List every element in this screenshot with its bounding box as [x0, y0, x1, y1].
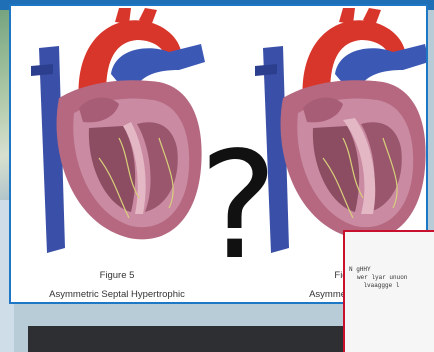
- figure-subtitle: without obstruction: [76, 302, 159, 304]
- heart-illustration-without-obstruction: [19, 8, 219, 260]
- question-mark-overlay: ?: [199, 126, 269, 286]
- document-line: N gHHY: [349, 266, 430, 274]
- background-dark-bar: [28, 326, 358, 352]
- figure-number: Figure 5: [27, 269, 207, 282]
- document-line: wer lyar unuon: [349, 274, 430, 282]
- figure-subtitle-rest: obstruction: [109, 302, 158, 304]
- figure-caption-1: Figure 5 Asymmetric Septal Hypertrophic …: [27, 269, 207, 304]
- document-line: lvaaggge l: [349, 282, 430, 290]
- document-snippet: N gHHY wer lyar unuon lvaaggge l: [343, 230, 434, 352]
- figure-qualifier: without: [76, 302, 110, 304]
- figure-title: Asymmetric Septal Hypertrophic: [27, 288, 207, 301]
